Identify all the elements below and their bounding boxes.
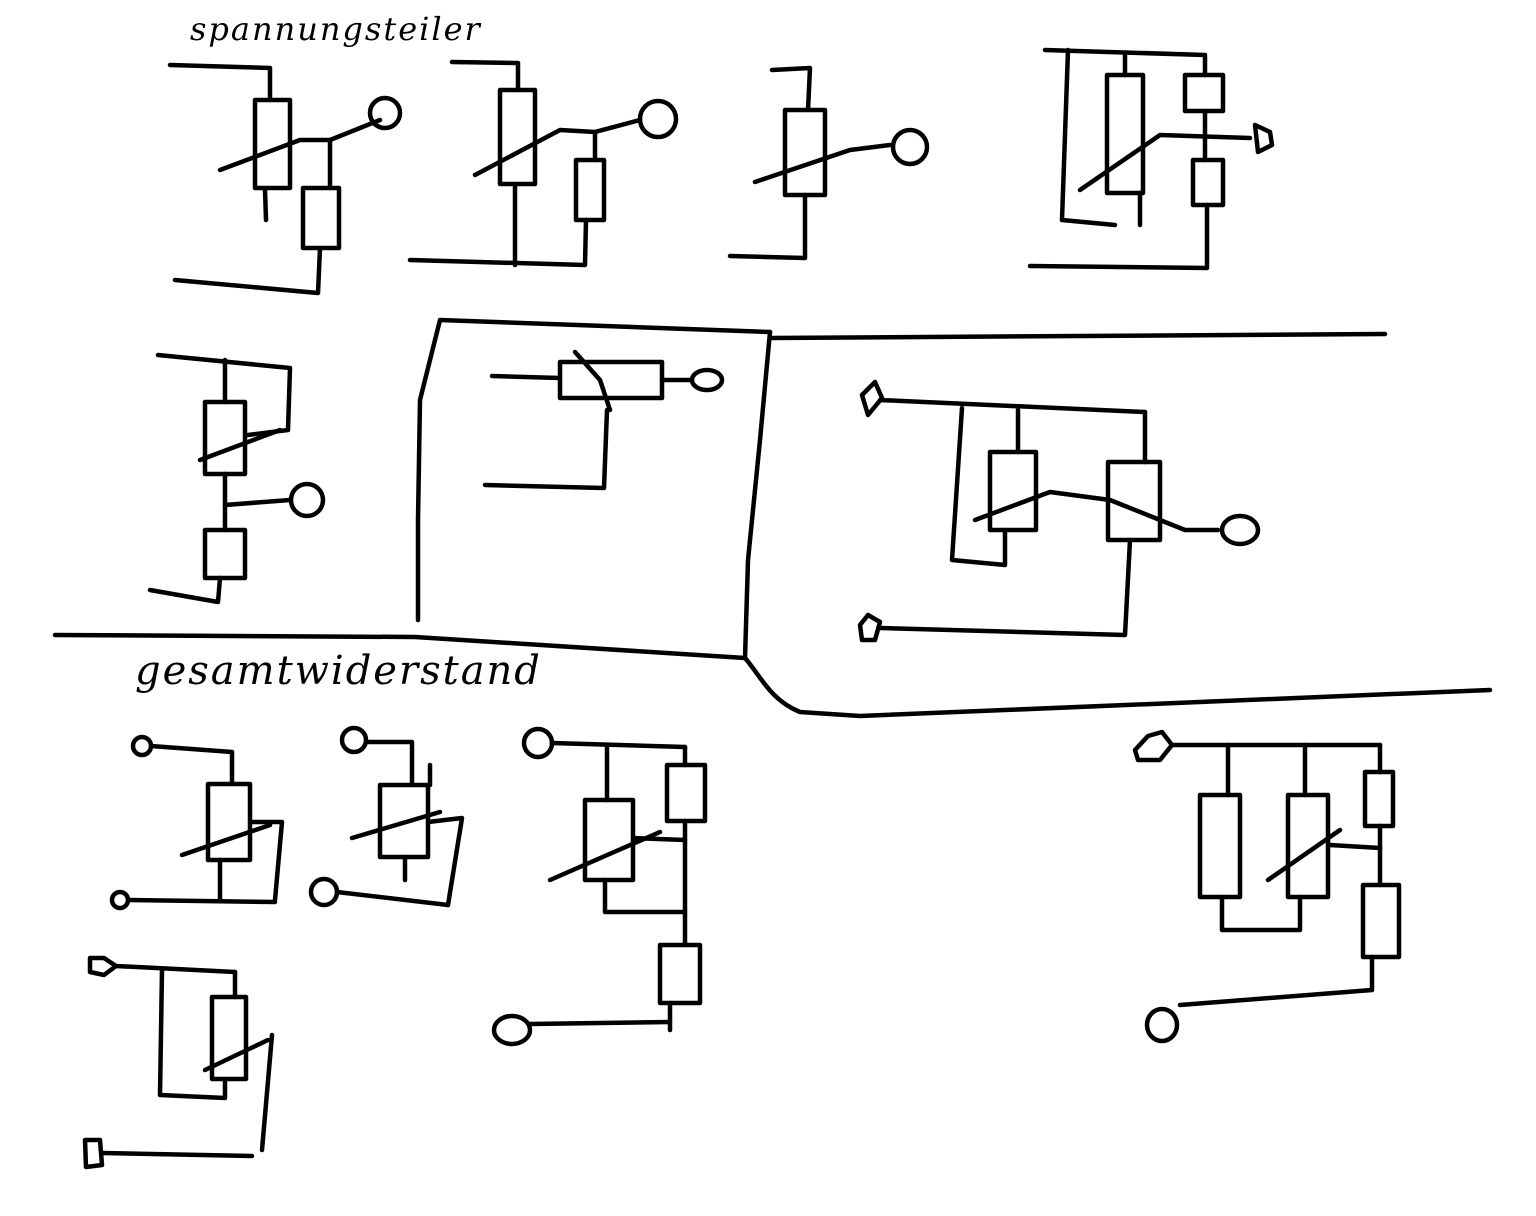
terminal-icon	[339, 725, 369, 755]
resistor-icon	[1362, 769, 1396, 829]
circuit-divider-4	[1027, 47, 1275, 271]
resistor-icon	[573, 157, 607, 223]
heading-spannungsteiler: spannungsteiler	[190, 10, 482, 48]
terminal-icon	[87, 955, 119, 978]
terminal-icon	[1219, 513, 1261, 547]
terminal-icon	[288, 481, 326, 519]
terminal-icon	[1252, 122, 1275, 155]
potentiometer-icon	[209, 994, 249, 1082]
terminal-icon	[109, 889, 131, 911]
resistor-icon	[664, 762, 708, 824]
potentiometer-icon	[782, 107, 828, 198]
potentiometer-icon	[1285, 792, 1331, 900]
circuit-divider-3	[727, 65, 930, 261]
resistor-icon	[202, 527, 248, 581]
circuit-divider-5	[147, 352, 326, 605]
resistor-icon	[1182, 72, 1226, 114]
potentiometer-icon	[205, 781, 253, 863]
terminal-icon	[1132, 729, 1175, 763]
circuit-resistance-1	[109, 734, 285, 911]
resistor-icon	[300, 185, 342, 251]
terminal-icon	[82, 1137, 105, 1170]
terminal-icon	[857, 612, 883, 643]
terminal-icon	[689, 367, 725, 393]
potentiometer-icon	[557, 359, 665, 401]
terminal-icon	[308, 876, 340, 908]
resistor-icon	[1190, 157, 1226, 208]
resistor-icon	[657, 942, 703, 1006]
terminal-icon	[130, 734, 154, 758]
potentiometer-icon	[202, 399, 248, 477]
section-divider-lines	[52, 317, 1493, 719]
potentiometer-icon	[1104, 72, 1146, 196]
resistor-icon	[1360, 882, 1402, 960]
circuit-resistance-3	[491, 726, 708, 1047]
circuit-resistance-4	[82, 955, 275, 1170]
resistor-icon	[1197, 792, 1243, 900]
terminal-icon	[1144, 1006, 1180, 1044]
terminal-icon	[521, 726, 555, 760]
terminal-icon	[637, 98, 679, 140]
terminal-icon	[367, 95, 403, 131]
circuit-resistance-2	[308, 725, 465, 908]
circuit-divider-2	[407, 59, 679, 268]
heading-gesamtwiderstand: gesamtwiderstand	[135, 648, 542, 694]
potentiometer-icon	[987, 449, 1039, 533]
potentiometer-icon	[497, 87, 538, 187]
circuit-divider-6	[482, 349, 725, 491]
circuit-divider-7	[857, 379, 1261, 643]
terminal-icon	[491, 1013, 533, 1047]
circuit-resistance-5	[1132, 729, 1402, 1044]
potentiometer-icon	[582, 797, 636, 883]
circuit-divider-1	[167, 62, 403, 296]
terminal-icon	[890, 127, 930, 167]
